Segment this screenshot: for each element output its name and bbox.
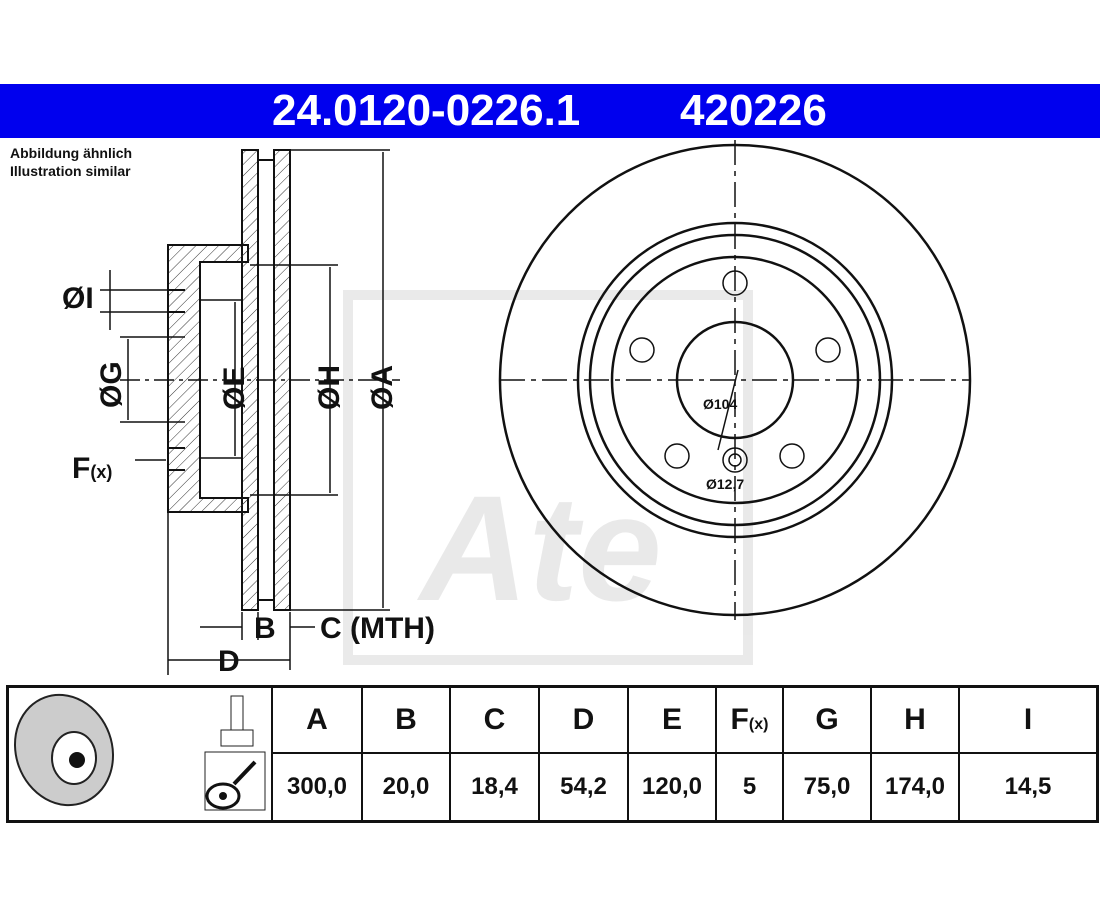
col-header-g: G (782, 685, 872, 754)
col-header-e: E (627, 685, 717, 754)
disc-section-view (100, 149, 400, 675)
disc-front-view (498, 140, 972, 620)
col-header-f: F(x) (715, 685, 784, 754)
col-header-c: C (449, 685, 540, 754)
dim-label-c: C (MTH) (320, 612, 435, 645)
product-icons (6, 685, 273, 823)
technical-drawing: Ate (100, 140, 972, 675)
ate-watermark: Ate (343, 290, 753, 665)
value-e: 120,0 (627, 751, 717, 823)
dim-label-g: ØG (95, 361, 128, 408)
dimensions-table: A B C D E F(x) G H I 300,0 20,0 18,4 54,… (6, 685, 1099, 823)
illustration-note: Abbildung ähnlich Illustration similar (10, 144, 132, 180)
dim-label-f: F(x) (72, 452, 113, 485)
value-a: 300,0 (271, 751, 363, 823)
bolt-hole-label: Ø12,7 (706, 476, 745, 492)
value-i: 14,5 (958, 751, 1099, 823)
value-c: 18,4 (449, 751, 540, 823)
center-bore-label: Ø104 (703, 396, 738, 412)
note-en: Illustration similar (10, 163, 131, 179)
value-d: 54,2 (538, 751, 629, 823)
value-h: 174,0 (870, 751, 960, 823)
cleaning-spray-icon (204, 751, 266, 811)
note-de: Abbildung ähnlich (10, 145, 133, 161)
col-header-b: B (361, 685, 451, 754)
col-header-h: H (870, 685, 960, 754)
value-g: 75,0 (782, 751, 872, 823)
title-bar: 24.0120-0226.1 420226 (0, 84, 1100, 138)
value-f: 5 (715, 751, 784, 823)
dim-label-h: ØH (313, 365, 346, 410)
dim-label-b: B (254, 612, 276, 645)
col-header-a: A (271, 685, 363, 754)
part-code: 420226 (680, 86, 827, 135)
value-b: 20,0 (361, 751, 451, 823)
brake-disc-icon (13, 693, 266, 811)
dim-label-i: ØI (62, 282, 94, 315)
dim-label-d: D (218, 645, 240, 678)
col-header-d: D (538, 685, 629, 754)
dim-label-a: ØA (366, 365, 399, 410)
bolt-icon (220, 695, 254, 747)
svg-text:Ate: Ate (416, 464, 662, 632)
part-number: 24.0120-0226.1 (272, 86, 581, 135)
col-header-i: I (958, 685, 1099, 754)
dim-label-e: ØE (218, 366, 251, 410)
